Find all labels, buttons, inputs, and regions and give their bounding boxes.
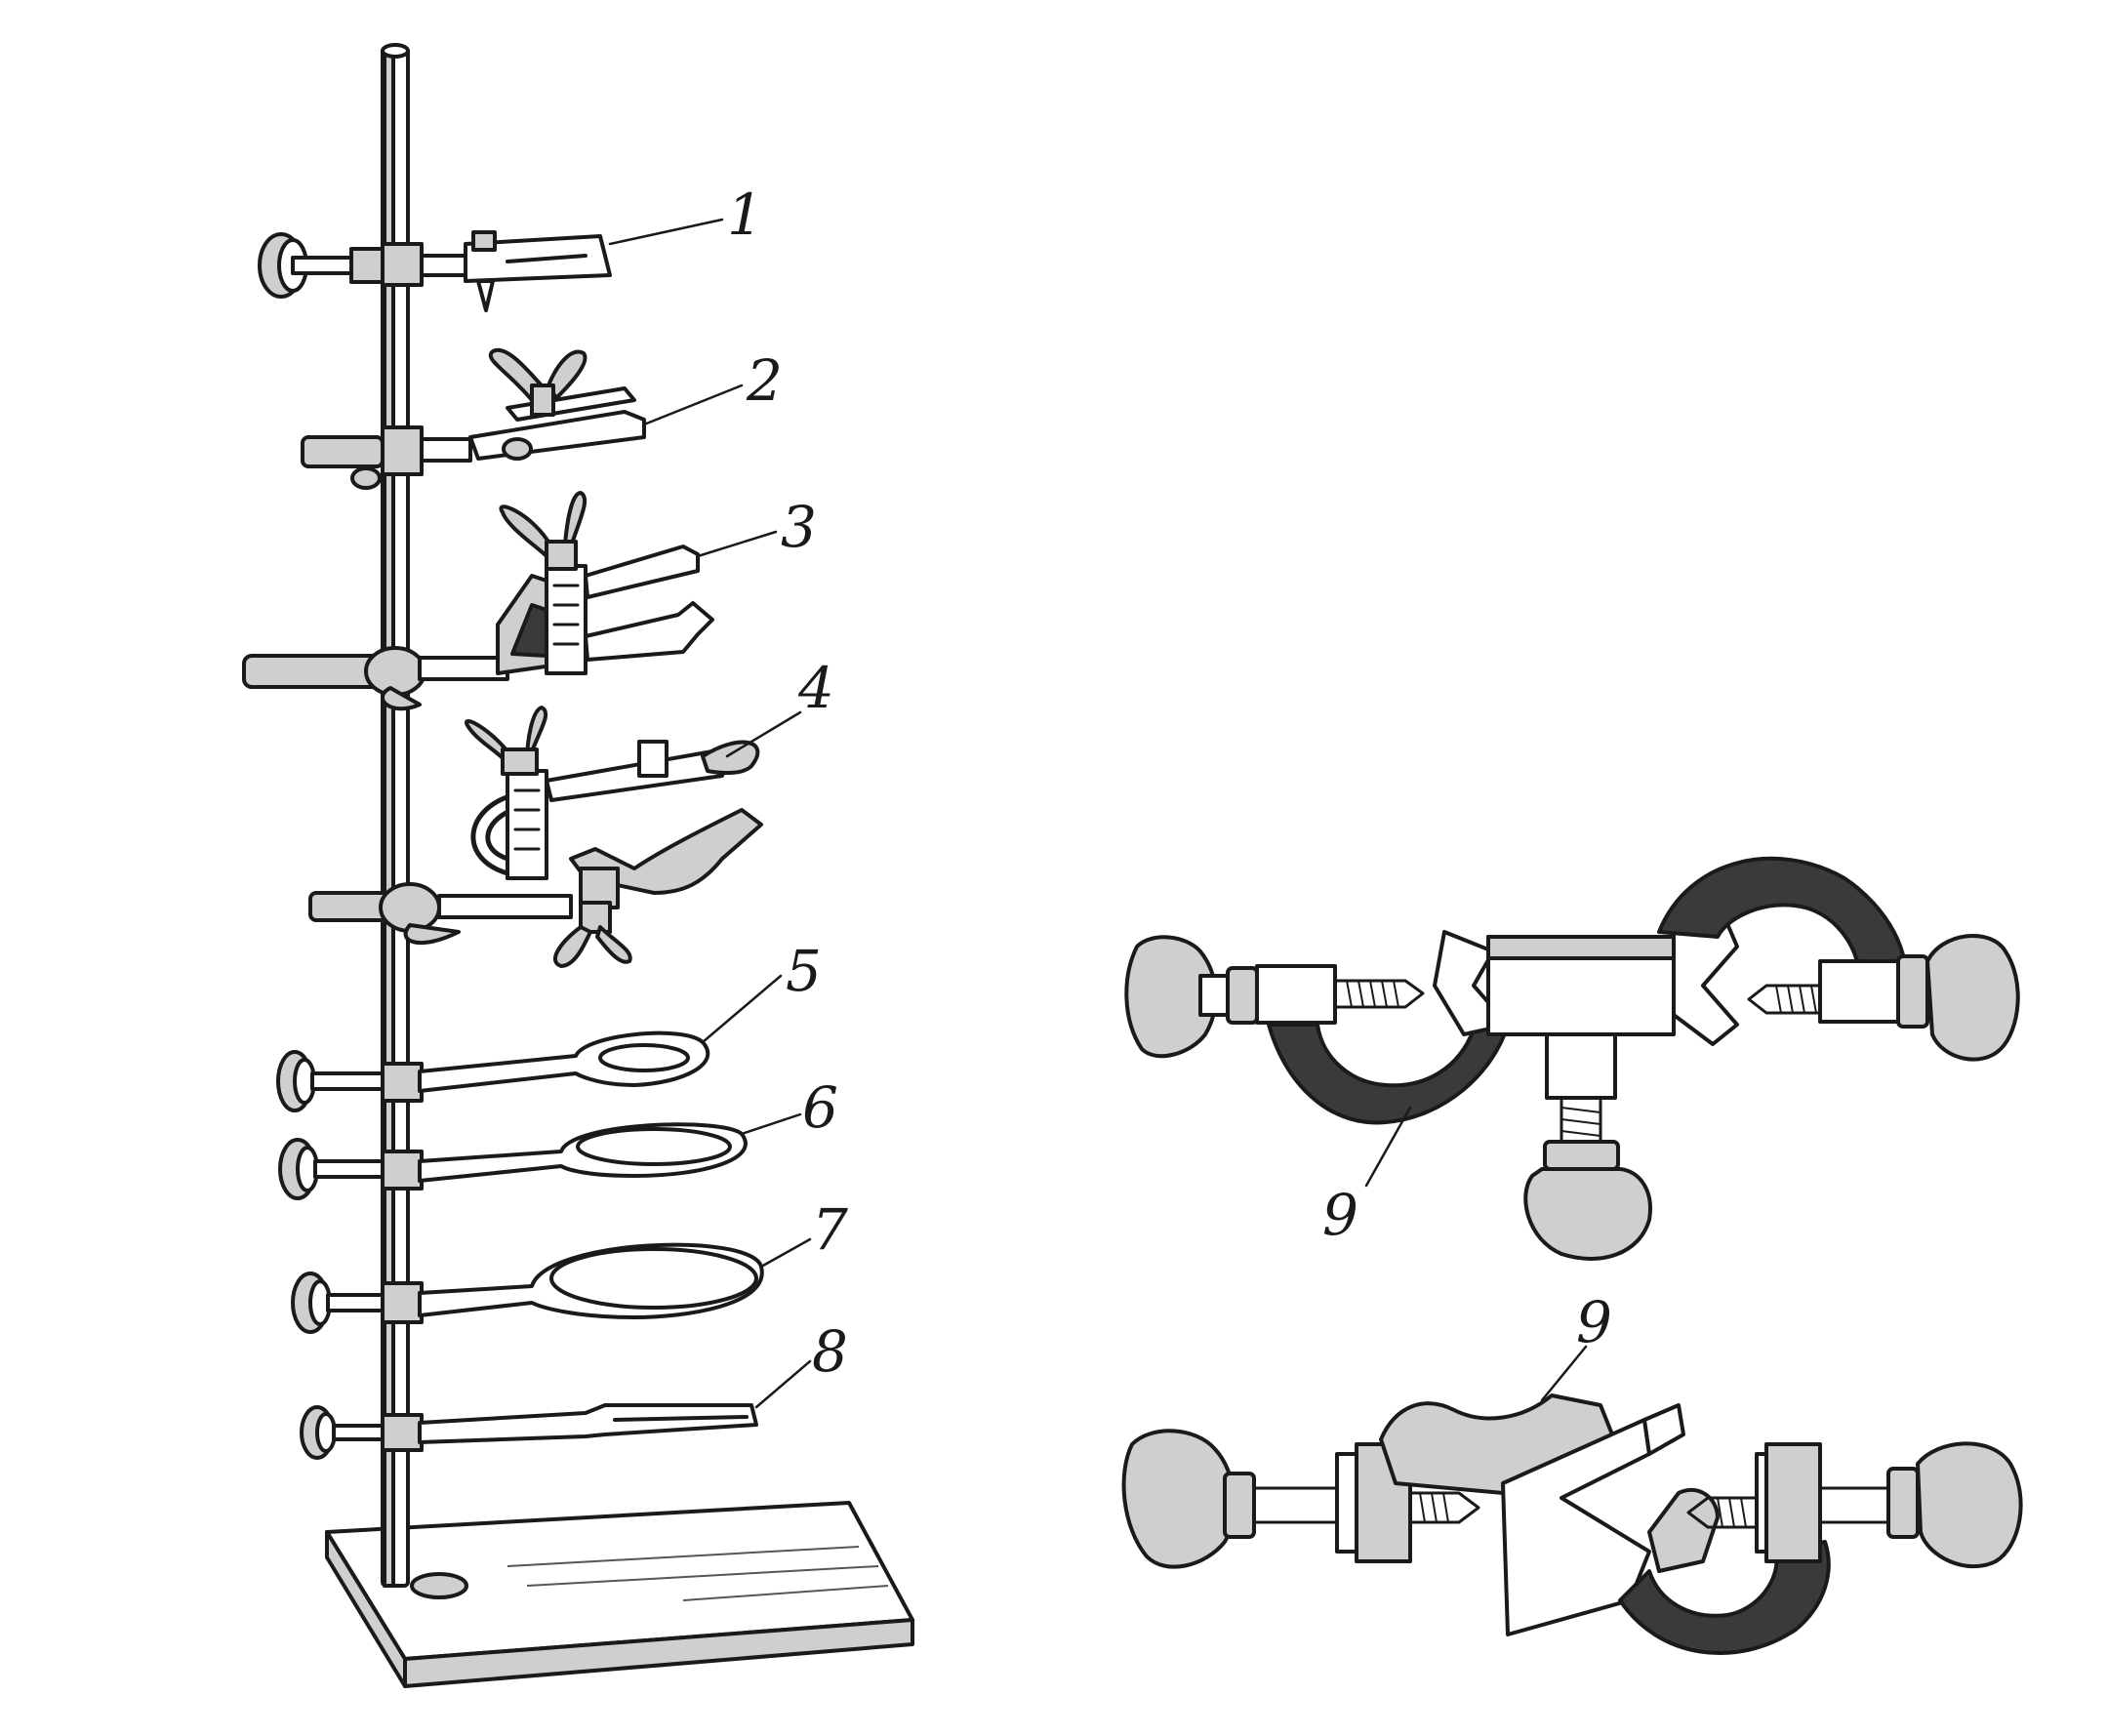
ring-holder-6	[278, 1122, 748, 1200]
double-bosshead-lower: 9	[1121, 1289, 2023, 1655]
label-4: 4	[797, 655, 834, 721]
label-5: 5	[786, 938, 822, 1004]
stand-base	[325, 1501, 914, 1688]
label-3: 3	[781, 494, 817, 560]
fork-holder-8	[300, 1403, 758, 1460]
label-7: 7	[812, 1196, 848, 1263]
label-6: 6	[802, 1074, 838, 1141]
ring-holder-5	[276, 1030, 710, 1112]
label-9-upper: 9	[1322, 1182, 1358, 1248]
ring-holder-7	[291, 1242, 764, 1334]
clamp-2	[301, 347, 646, 490]
clamp-3	[242, 491, 714, 711]
label-9-lower: 9	[1576, 1289, 1612, 1355]
leader-lines	[608, 218, 812, 1409]
label-8: 8	[812, 1318, 848, 1385]
stand-labels: 1 2 3 4 5 6 7 8	[727, 182, 848, 1385]
clamp-1	[258, 230, 612, 312]
clamp-4	[308, 706, 763, 968]
retort-stand: 1 2 3 4 5 6 7 8	[242, 43, 914, 1688]
label-1: 1	[727, 182, 763, 248]
double-bosshead-upper: 9	[1124, 856, 2020, 1261]
label-2: 2	[746, 347, 783, 414]
